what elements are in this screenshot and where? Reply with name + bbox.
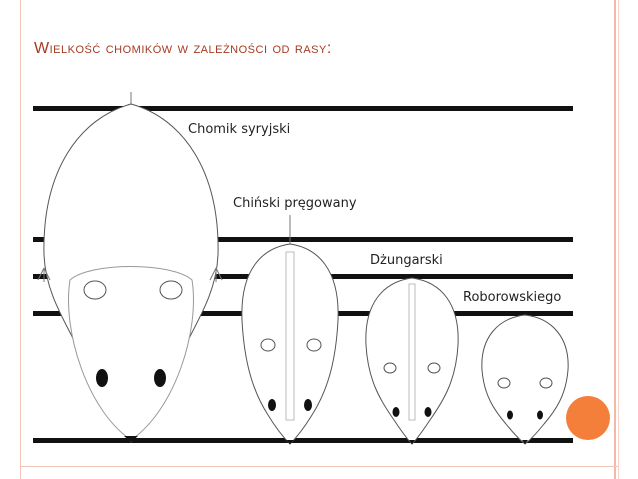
label-syrian: Chomik syryjski — [188, 122, 290, 137]
decorative-orange-dot — [566, 396, 610, 440]
slide-border-right-inner — [618, 0, 619, 479]
reference-line-5 — [33, 438, 573, 443]
label-chinese: Chiński pręgowany — [233, 196, 357, 211]
slide-border-left — [20, 0, 21, 479]
label-dzungarian: Dżungarski — [370, 253, 443, 268]
slide-border-bottom — [20, 466, 618, 467]
reference-line-1 — [33, 106, 573, 111]
dzungarian-hamster-illustration — [365, 277, 459, 445]
syrian-hamster-illustration — [37, 92, 223, 443]
roborovski-hamster-illustration — [481, 314, 569, 445]
slide-title: Wielkość chomików w zależności od rasy: — [34, 40, 332, 57]
label-roborovski: Roborowskiego — [463, 290, 561, 305]
chinese-hamster-illustration — [241, 215, 339, 445]
slide-border-right — [614, 0, 616, 479]
reference-line-2 — [33, 237, 573, 242]
